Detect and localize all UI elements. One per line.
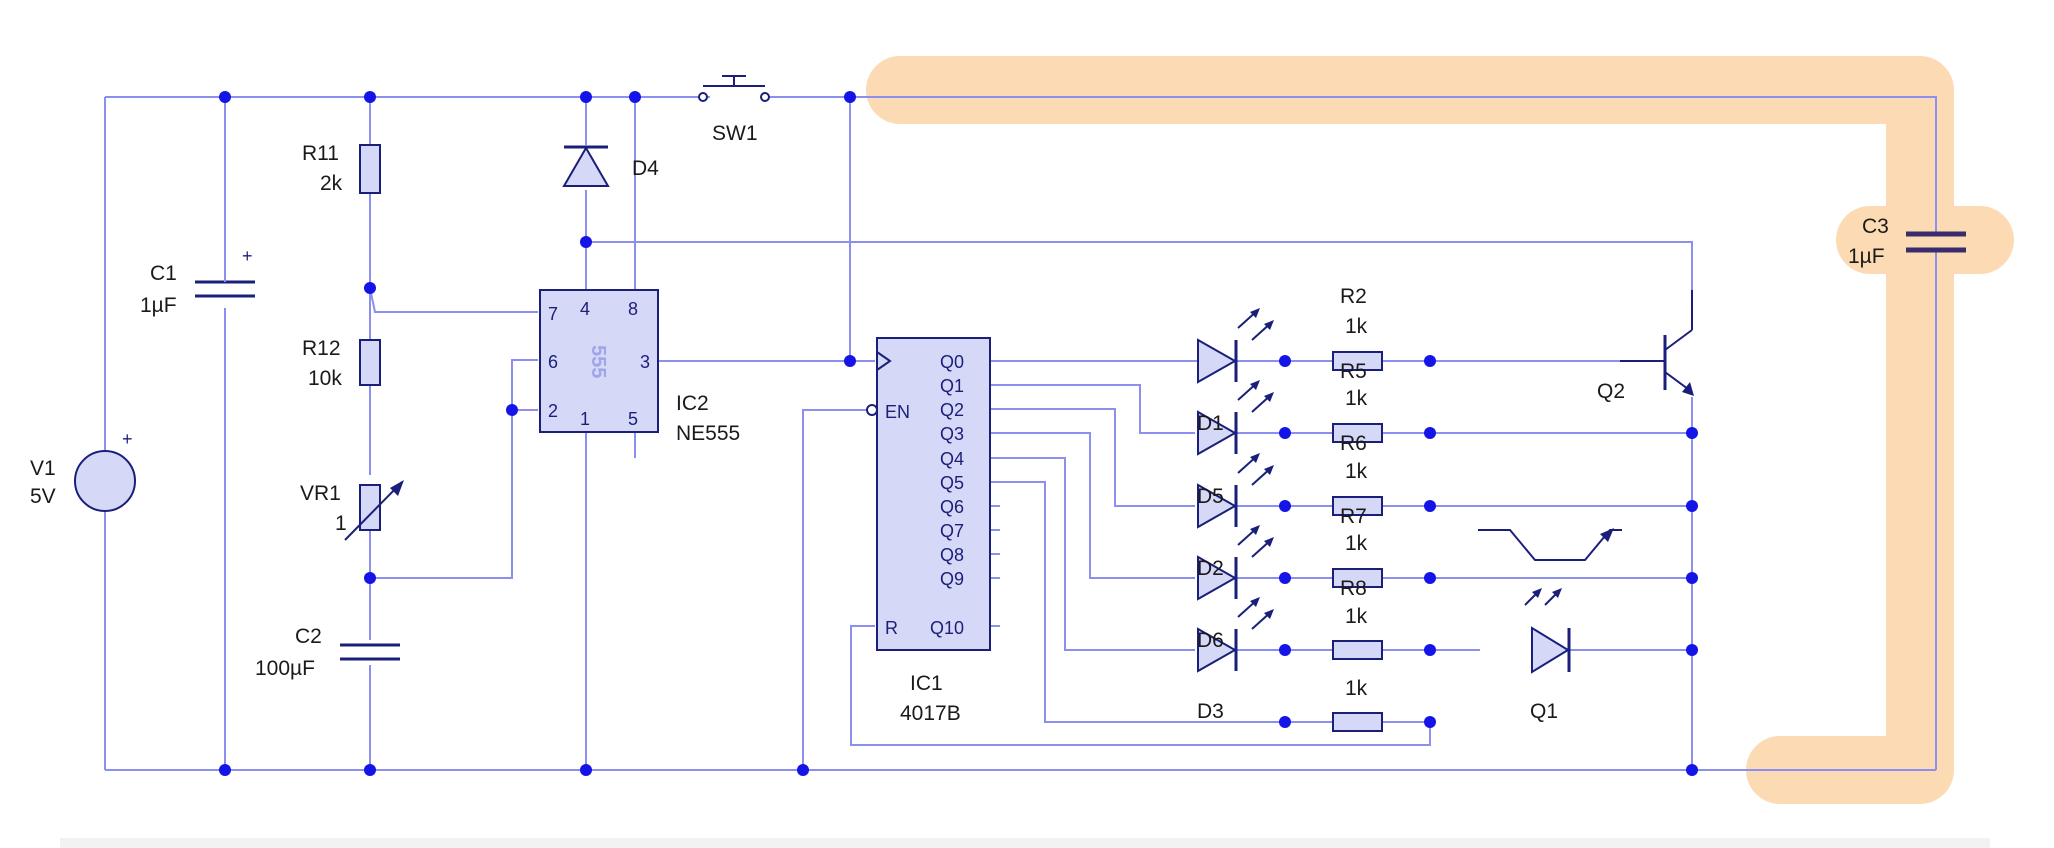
r12-value: 10k (308, 367, 342, 390)
resistor-r8-ref: R8 (1340, 577, 1367, 600)
r12-ref: R12 (302, 337, 341, 360)
resistor-r6-ref: R6 (1340, 432, 1367, 455)
d4-diode[interactable]: D4 (562, 145, 659, 187)
resistor-r6[interactable]: R6 1k (1332, 432, 1383, 516)
led-d2-ref: D2 (1197, 557, 1224, 580)
resistor-r2[interactable]: R2 1k (1332, 285, 1383, 371)
d4-ref: D4 (632, 157, 659, 180)
c3-capacitor[interactable]: C3 1µF (1848, 175, 1966, 310)
led-d2[interactable]: D2 (1197, 525, 1274, 601)
q1-photo-device[interactable]: Q1 (1478, 528, 1622, 723)
ic1-pin-q10: Q10 (930, 618, 964, 638)
led-d1-ref: D1 (1197, 412, 1224, 435)
ic1-pin-q2: Q2 (940, 400, 964, 420)
resistor-r5[interactable]: R5 1k (1332, 360, 1383, 443)
q1-ref: Q1 (1530, 700, 1558, 723)
ic2-pin-8: 8 (628, 299, 638, 319)
ic1-pin-q0: Q0 (940, 352, 964, 372)
v1-source[interactable]: + V1 5V (30, 429, 136, 512)
wires (104, 96, 1937, 771)
ic2-ref: IC2 (676, 392, 709, 415)
ic2-chip-label: 555 (587, 345, 609, 378)
svg-text:+: + (122, 429, 133, 449)
ic1-pin-q1: Q1 (940, 376, 964, 396)
ic1-pin-q4: Q4 (940, 449, 964, 469)
led-d5-ref: D5 (1197, 485, 1224, 508)
led-d3-ref: D3 (1197, 700, 1224, 723)
sw1-ref: SW1 (712, 122, 758, 145)
resistor-r5-ref: R5 (1340, 360, 1367, 383)
ic1-pin-q3: Q3 (940, 424, 964, 444)
highlight-stroke (866, 56, 2014, 804)
ic1-pin-q5: Q5 (940, 473, 964, 493)
ic2-pin-4: 4 (580, 299, 590, 319)
resistor-array: R2 1k R5 1k R6 1k R7 1k R8 1k 1k (1332, 285, 1383, 732)
ic1-value: 4017B (900, 702, 961, 725)
resistor-r7-ref: R7 (1340, 505, 1367, 528)
ic1-pin-q6: Q6 (940, 497, 964, 517)
resistor-r8-value: 1k (1345, 605, 1368, 628)
ic2-pin-1: 1 (580, 409, 590, 429)
led-row-1[interactable] (1150, 308, 1274, 384)
ic2-pin-6: 6 (548, 352, 558, 372)
resistor-r6-value: 1k (1345, 460, 1368, 483)
c3-value: 1µF (1848, 245, 1885, 268)
resistor-r2-value: 1k (1345, 315, 1368, 338)
vr1-ref: VR1 (300, 482, 341, 505)
resistor-r2-ref: R2 (1340, 285, 1367, 308)
ic2-pin-2: 2 (548, 401, 558, 421)
svg-text:+: + (242, 246, 253, 266)
r11-ref: R11 (302, 142, 339, 165)
junctions (219, 91, 1698, 776)
c2-ref: C2 (295, 625, 322, 648)
r11-value: 2k (320, 172, 343, 195)
ic1-pin-q9: Q9 (940, 569, 964, 589)
vr1-variable-resistor[interactable]: VR1 1 (300, 480, 404, 541)
led-d5[interactable]: D5 (1197, 453, 1274, 529)
resistor-r8[interactable]: R8 1k (1332, 577, 1383, 660)
resistor-last[interactable]: 1k (1332, 677, 1383, 732)
c2-capacitor[interactable]: C2 100µF (255, 625, 400, 680)
r11-resistor[interactable]: R11 2k (302, 142, 381, 195)
resistor-r5-value: 1k (1345, 387, 1368, 410)
ic1-4017-counter[interactable]: EN R Q0 Q1 Q2 Q3 Q4 Q5 Q6 Q7 Q8 Q9 Q10 I… (866, 337, 991, 725)
v1-ref: V1 (30, 457, 56, 480)
ic2-555-timer[interactable]: 555 7 4 8 6 3 2 1 5 IC2 NE555 (539, 289, 740, 445)
c2-value: 100µF (255, 657, 315, 680)
led-d1[interactable]: D1 (1197, 380, 1274, 456)
resistor-r7[interactable]: R7 1k (1332, 505, 1383, 588)
led-d6-ref: D6 (1197, 629, 1224, 652)
led-array: D1 D5 D2 D6 D3 (1150, 308, 1274, 723)
r12-resistor[interactable]: R12 10k (302, 337, 381, 390)
ic1-pin-en: EN (885, 402, 910, 422)
ic1-pin-q7: Q7 (940, 521, 964, 541)
q2-transistor[interactable]: Q2 (1597, 290, 1694, 403)
resistor-r7-value: 1k (1345, 532, 1368, 555)
sw1-pushbutton[interactable]: SW1 (660, 75, 770, 145)
ic2-value: NE555 (676, 422, 740, 445)
q2-ref: Q2 (1597, 380, 1625, 403)
led-d6[interactable]: D6 (1197, 597, 1274, 673)
ic1-ref: IC1 (910, 672, 943, 695)
resistor-last-value: 1k (1345, 677, 1368, 700)
ic2-pin-5: 5 (628, 409, 638, 429)
c3-ref: C3 (1862, 215, 1889, 238)
ic1-pin-r: R (885, 618, 898, 638)
v1-value: 5V (30, 485, 56, 508)
vr1-value: 1 (335, 512, 347, 535)
ic1-pin-q8: Q8 (940, 545, 964, 565)
ic2-pin-3: 3 (640, 352, 650, 372)
bottom-scrollbar-track (60, 838, 1990, 848)
c1-value: 1µF (140, 294, 177, 317)
c1-ref: C1 (150, 262, 177, 285)
ic2-pin-7: 7 (548, 304, 558, 324)
c1-capacitor[interactable]: + C1 1µF (140, 222, 255, 317)
